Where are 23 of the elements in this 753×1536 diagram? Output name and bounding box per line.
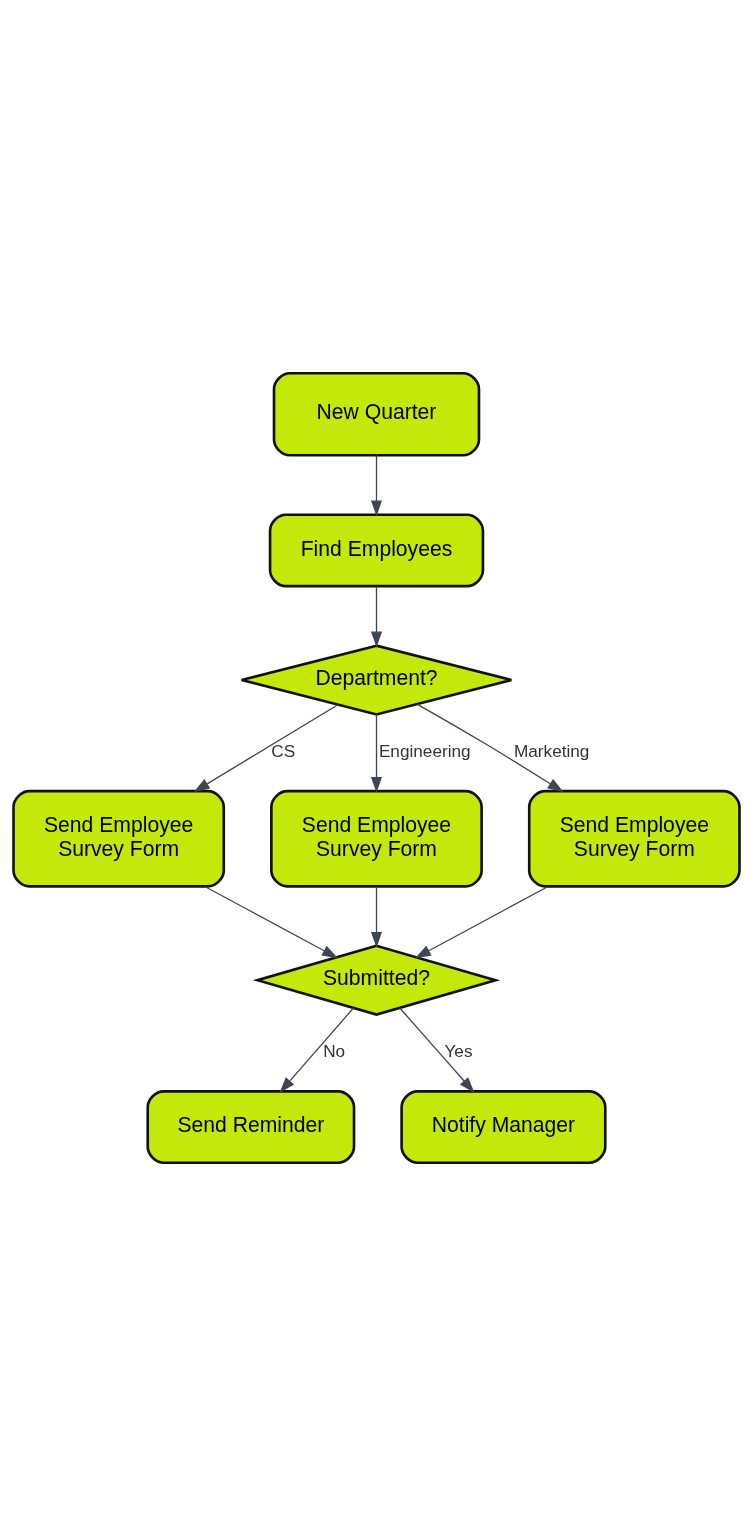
edge-label: Marketing <box>513 741 590 762</box>
node-box: Send Employee Survey Form <box>12 789 226 888</box>
node-box: Find Employees <box>268 513 485 588</box>
arrow <box>370 713 383 793</box>
arrow <box>370 585 383 648</box>
arrow <box>370 454 383 517</box>
arrow <box>416 703 564 793</box>
node-box: New Quarter <box>272 371 481 457</box>
edge-label: Yes <box>444 1041 473 1062</box>
edge-label: CS <box>271 741 296 762</box>
edge-label: No <box>323 1041 346 1062</box>
arrow <box>204 885 338 959</box>
node-box: Send Employee Survey Form <box>527 789 741 888</box>
node-diamond: Department? <box>240 644 513 716</box>
node-box: Send Reminder <box>146 1090 356 1165</box>
edge-label: Engineering <box>378 741 471 762</box>
node-box: Send Employee Survey Form <box>270 789 483 888</box>
arrow <box>279 1007 355 1093</box>
arrow <box>415 885 549 959</box>
node-box: Notify Manager <box>400 1090 607 1165</box>
arrow <box>399 1007 475 1093</box>
arrow <box>370 886 383 948</box>
arrow <box>193 704 339 792</box>
